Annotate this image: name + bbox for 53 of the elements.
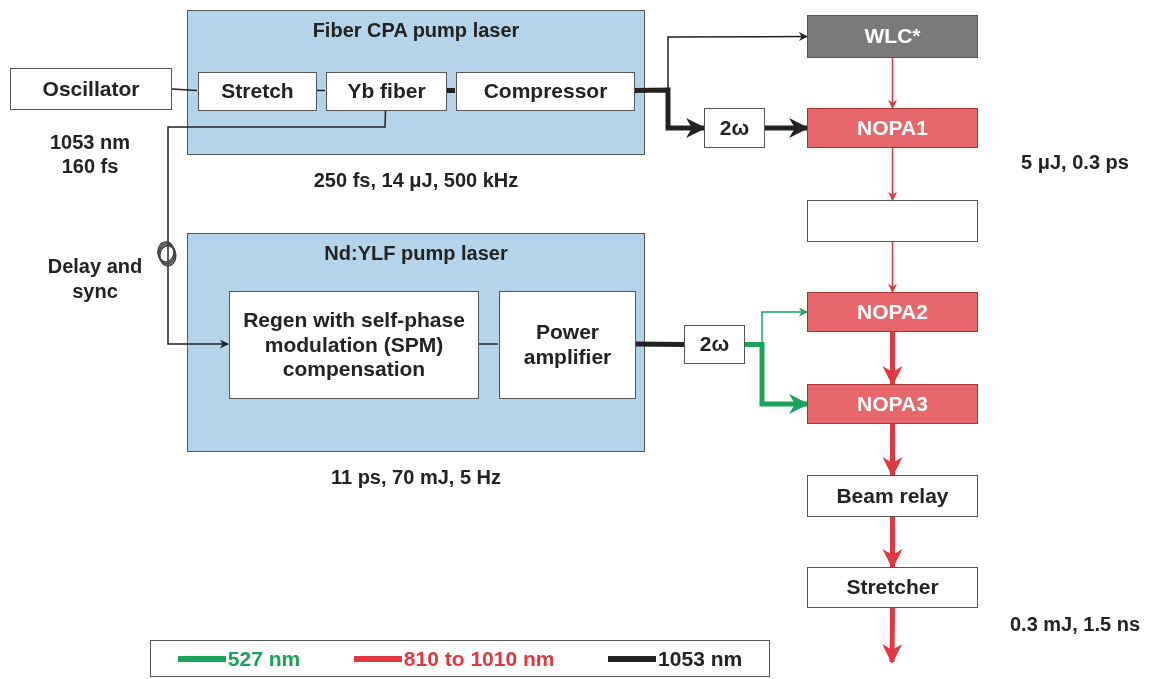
beam-arrow	[888, 57, 897, 109]
box-label: Stretch	[220, 79, 295, 104]
process-box	[456, 72, 635, 111]
laser-module-panel	[187, 10, 645, 155]
beam-arrow	[882, 424, 903, 477]
laser-module-panel	[187, 233, 645, 452]
process-box	[807, 475, 978, 517]
beam-arrow	[888, 147, 897, 201]
amplifier-box	[807, 292, 978, 332]
spec-label: 0.3 mJ, 1.5 ns	[1008, 612, 1142, 636]
beam-arrow	[882, 332, 903, 386]
beam-arrow	[167, 109, 387, 349]
box-label: Oscillator	[41, 76, 141, 102]
legend-label: 1053 nm	[658, 646, 743, 671]
process-box	[10, 68, 172, 110]
panel-title: Fiber CPA pump laser	[312, 19, 520, 42]
note-label: Delay and sync	[46, 254, 144, 304]
amplifier-box	[807, 384, 978, 424]
box-label: Stretcher	[845, 575, 940, 600]
box-label: Yb fiber	[346, 79, 427, 104]
box-label: NOPA3	[856, 391, 929, 417]
panel-title: Nd:YLF pump laser	[324, 242, 508, 265]
box-label: 2ω	[698, 332, 731, 357]
box-label: Beam relay	[835, 483, 950, 509]
process-box	[684, 325, 745, 364]
process-box	[807, 200, 978, 242]
box-label: NOPA2	[856, 299, 929, 325]
box-label: Compressor	[482, 79, 609, 104]
legend-label: 527 nm	[227, 646, 301, 671]
process-box	[704, 108, 765, 148]
process-box	[807, 15, 978, 58]
box-label: Power amplifier	[522, 320, 613, 370]
process-box	[807, 567, 978, 608]
box-label: Regen with self-phase modulation (SPM) compensation	[242, 307, 466, 383]
box-label: 2ω	[718, 115, 751, 141]
beam-arrow	[882, 607, 903, 664]
process-box	[198, 72, 317, 111]
process-box	[326, 72, 447, 111]
spec-label: 11 ps, 70 mJ, 5 Hz	[329, 465, 503, 489]
box-label: WLC*	[863, 24, 922, 49]
spec-label: 1053 nm 160 fs	[48, 130, 132, 178]
beam-arrow	[745, 342, 809, 414]
amplifier-box	[807, 108, 978, 148]
beam-arrow	[765, 118, 809, 138]
spec-label: 5 μJ, 0.3 ps	[1020, 150, 1130, 174]
spec-label: 250 fs, 14 μJ, 500 kHz	[312, 168, 520, 192]
box-label: NOPA1	[856, 115, 929, 141]
beam-arrow	[888, 241, 897, 293]
process-box	[229, 291, 479, 399]
process-box	[499, 291, 636, 399]
beam-arrow	[633, 87, 706, 138]
legend-label: 810 to 1010 nm	[403, 646, 555, 671]
beam-arrow	[882, 517, 903, 569]
